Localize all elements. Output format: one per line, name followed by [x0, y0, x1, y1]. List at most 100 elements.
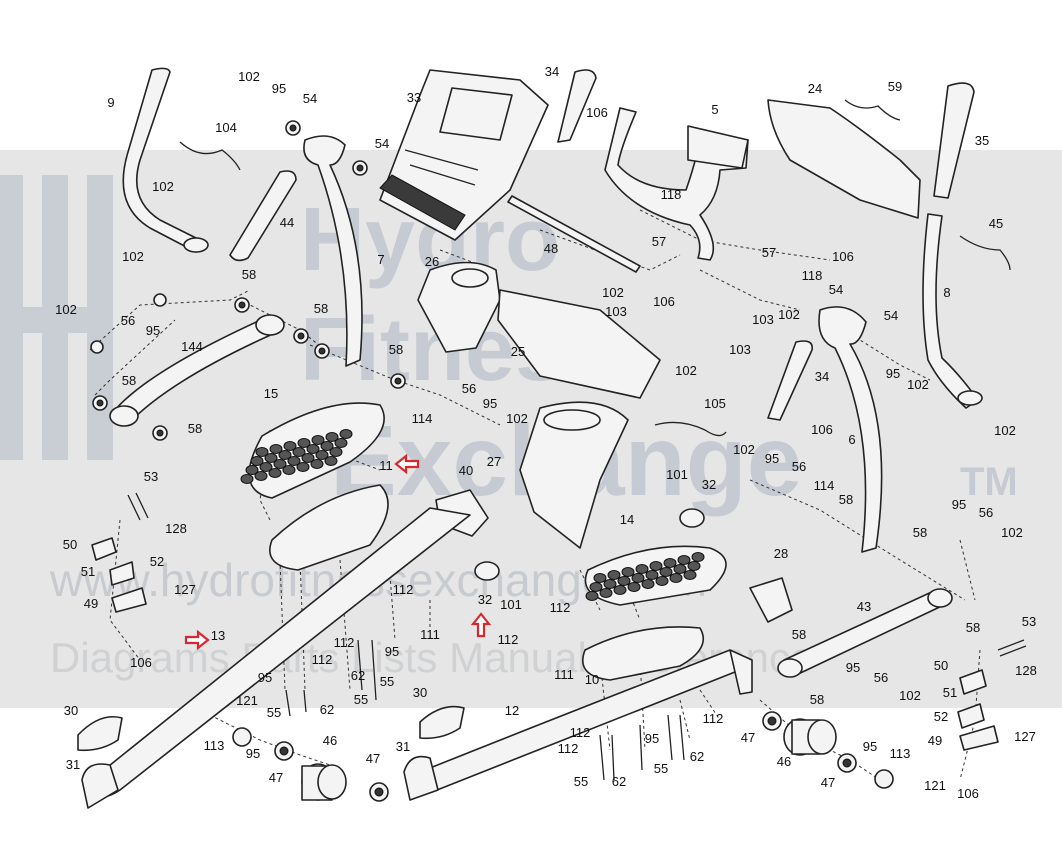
callout-part-103: 103 [605, 304, 627, 319]
callout-part-106: 106 [832, 249, 854, 264]
footpad-dot [585, 591, 599, 601]
callout-part-127: 127 [1014, 729, 1036, 744]
part-144-end [255, 314, 285, 336]
footpad-dot [282, 465, 296, 475]
callout-part-102: 102 [238, 69, 260, 84]
callout-part-54: 54 [884, 308, 898, 323]
callout-part-13: 13 [211, 628, 225, 643]
callout-part-56: 56 [462, 381, 476, 396]
callout-part-47: 47 [741, 730, 755, 745]
part-32-wheel [474, 561, 500, 581]
callout-part-58: 58 [792, 627, 806, 642]
callout-part-95: 95 [258, 670, 272, 685]
red-arrow-markers [184, 453, 492, 651]
callout-part-57: 57 [762, 245, 776, 260]
callout-part-34: 34 [815, 369, 829, 384]
callout-part-104: 104 [215, 120, 237, 135]
bearing-group-left [90, 293, 406, 441]
callout-part-40: 40 [459, 463, 473, 478]
callout-part-95: 95 [246, 746, 260, 761]
callout-part-106: 106 [653, 294, 675, 309]
part-113-washer [232, 727, 252, 747]
callout-part-95: 95 [952, 497, 966, 512]
footpad-dot [669, 573, 683, 583]
callout-part-112: 112 [570, 725, 591, 740]
footpad-dot [268, 468, 282, 478]
red-arrow-icon [470, 612, 492, 638]
callout-part-47: 47 [269, 770, 283, 785]
part-35-right-grip [933, 82, 975, 199]
footpad-dot [324, 456, 338, 466]
callout-part-49: 49 [84, 596, 98, 611]
part-55-62-posts [285, 639, 685, 781]
callout-part-103: 103 [729, 342, 751, 357]
footpad-dot [659, 567, 673, 577]
callout-part-95: 95 [765, 451, 779, 466]
callout-part-14: 14 [620, 512, 634, 527]
callout-part-102: 102 [55, 302, 77, 317]
callout-part-58: 58 [242, 267, 256, 282]
callout-part-95: 95 [863, 739, 877, 754]
part-144-end [109, 405, 139, 427]
callout-part-112: 112 [312, 652, 333, 667]
callout-part-128: 128 [165, 521, 187, 536]
footpad-dot [663, 558, 677, 568]
callout-part-95: 95 [645, 731, 659, 746]
part-5-handlebar [604, 107, 749, 261]
callout-part-118: 118 [661, 187, 682, 202]
part-59-wire [844, 99, 901, 121]
footpad-dot [273, 459, 287, 469]
callout-part-58: 58 [810, 692, 824, 707]
callout-part-52: 52 [150, 554, 164, 569]
footpad-dot [593, 573, 607, 583]
footpad-dot [311, 435, 325, 445]
footpad-dot [627, 582, 641, 592]
callout-part-49: 49 [928, 733, 942, 748]
callout-part-25: 25 [511, 344, 525, 359]
footpad-dot [292, 447, 306, 457]
footpad-dot [641, 579, 655, 589]
footpad-dot [310, 459, 324, 469]
callout-part-118: 118 [802, 268, 823, 283]
part-104-wire [179, 141, 241, 171]
callout-part-54: 54 [829, 282, 843, 297]
callout-part-111: 111 [420, 627, 440, 642]
part-25-center-shroud [497, 289, 661, 399]
footpad-dot [269, 444, 283, 454]
callout-part-103: 103 [752, 312, 774, 327]
callout-part-95: 95 [272, 81, 286, 96]
part-9-pivot [183, 237, 209, 253]
part-46-sleeve [783, 718, 837, 756]
footpad-dot [315, 450, 329, 460]
footpad-dot [673, 564, 687, 574]
callout-part-62: 62 [320, 702, 334, 717]
footpad-dot [339, 429, 353, 439]
callout-part-106: 106 [586, 105, 608, 120]
callout-part-35: 35 [975, 133, 989, 148]
part-44-grip [229, 170, 297, 262]
footpad-dot [259, 462, 273, 472]
part-34-upper-grip [557, 69, 597, 143]
part-7-left-pedal-arm [303, 135, 363, 367]
callout-part-10: 10 [585, 672, 599, 687]
footpad-dot [607, 570, 621, 580]
callout-part-28: 28 [774, 546, 788, 561]
part-48-axle [507, 195, 641, 273]
callout-part-95: 95 [146, 323, 160, 338]
footpad-dot [589, 582, 603, 592]
callout-part-58: 58 [389, 342, 403, 357]
footpad-dot [297, 438, 311, 448]
footpad-dot [691, 552, 705, 562]
callout-part-50: 50 [934, 658, 948, 673]
footpad-dot [254, 471, 268, 481]
callout-part-33: 33 [407, 90, 421, 105]
part-33-console [379, 69, 549, 241]
part-113-washer [874, 769, 894, 789]
footpad-dot [325, 432, 339, 442]
footpad-dot [599, 588, 613, 598]
callout-part-5: 5 [711, 102, 718, 117]
footpad-dot [649, 561, 663, 571]
footpad-dot [255, 447, 269, 457]
footpad-dot [621, 567, 635, 577]
